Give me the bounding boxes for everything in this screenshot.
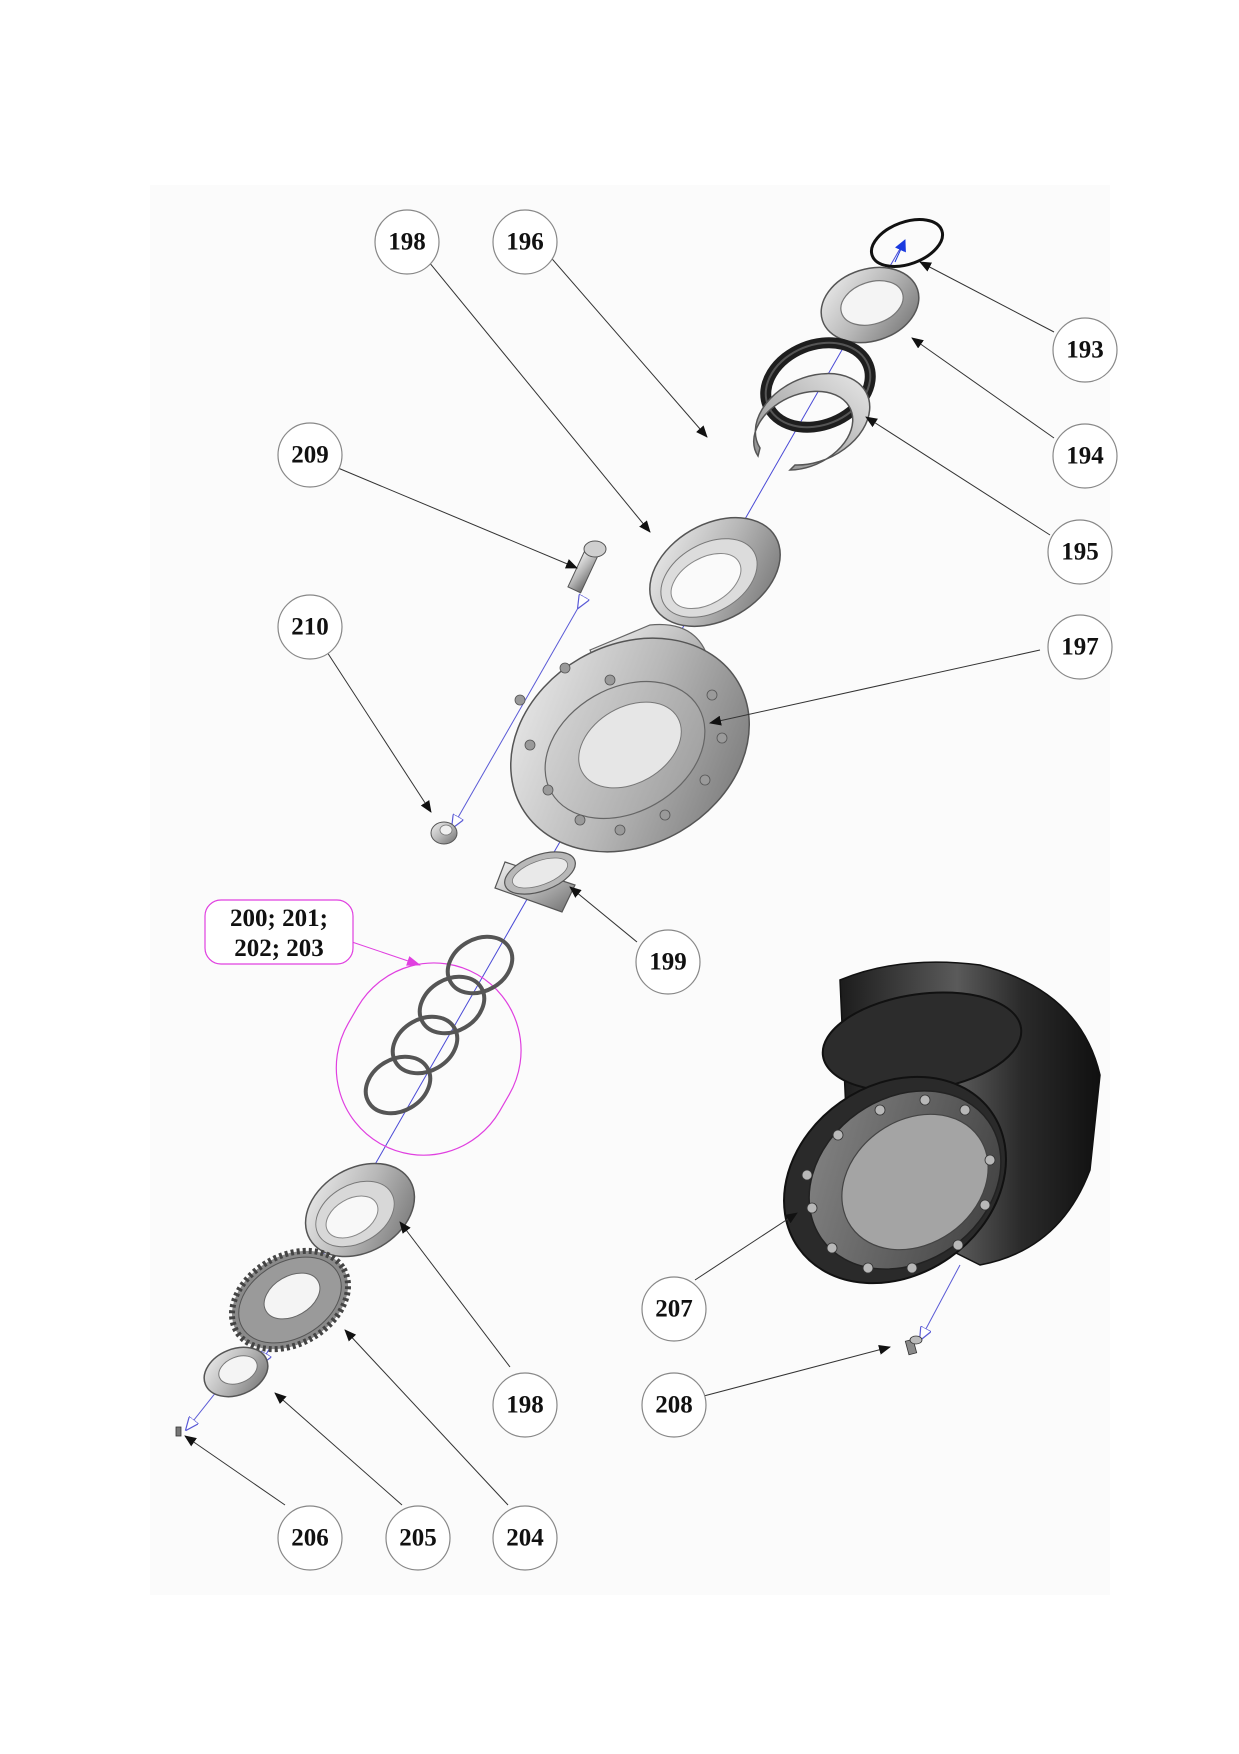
lock-screw-part xyxy=(175,1426,182,1437)
group-callout-line2: 202; 203 xyxy=(234,935,324,962)
callout-198b-label: 198 xyxy=(506,1392,544,1419)
drum-bolt-part xyxy=(904,1335,923,1356)
callouts: 193 194 195 196 197 198 198 199 xyxy=(277,209,1118,1571)
callout-195-label: 195 xyxy=(1061,539,1099,566)
seal-ring-part xyxy=(820,266,920,344)
leader-204 xyxy=(344,1329,509,1506)
leader-206 xyxy=(184,1435,286,1506)
bolt-209-axis xyxy=(452,608,578,828)
callout-208: 208 xyxy=(641,1372,707,1438)
group-callout-200-203: 200; 201; 202; 203 xyxy=(204,899,354,965)
leader-196 xyxy=(539,244,708,438)
retaining-ring-part xyxy=(753,372,871,471)
callout-208-label: 208 xyxy=(655,1392,693,1419)
leader-198a xyxy=(414,244,651,533)
callout-205: 205 xyxy=(385,1505,451,1571)
wheel-nut-part xyxy=(430,821,458,845)
lower-bearing-part xyxy=(304,1162,416,1258)
spacer-sleeve-part xyxy=(494,851,576,913)
leader-209 xyxy=(337,467,578,569)
leader-lines xyxy=(184,244,1055,1506)
callout-199: 199 xyxy=(635,929,701,995)
upper-bearing-part xyxy=(649,516,781,628)
leader-194 xyxy=(911,337,1055,439)
callout-196: 196 xyxy=(492,209,558,275)
callout-193: 193 xyxy=(1052,317,1118,383)
callout-209: 209 xyxy=(277,422,343,488)
bolt-208-axis xyxy=(920,1264,961,1340)
wheel-hub-part xyxy=(510,623,750,853)
brake-drum-part xyxy=(783,961,1101,1285)
o-ring-part xyxy=(869,218,945,268)
leader-group-200-203 xyxy=(351,941,421,966)
wheel-bolt-part xyxy=(567,540,607,594)
callout-198-upper: 198 xyxy=(374,209,440,275)
shim-rings-group xyxy=(335,934,522,1156)
callout-196-label: 196 xyxy=(506,229,544,256)
axle-nut-part xyxy=(203,1346,269,1398)
callout-210-label: 210 xyxy=(291,614,329,641)
callout-194-label: 194 xyxy=(1066,443,1104,470)
callout-195: 195 xyxy=(1047,519,1113,585)
callout-198-lower: 198 xyxy=(492,1372,558,1438)
tone-ring-part xyxy=(228,1247,352,1353)
drawing-area xyxy=(150,185,1110,1595)
leader-193 xyxy=(919,261,1055,333)
callout-210: 210 xyxy=(277,594,343,660)
callout-199-label: 199 xyxy=(649,949,687,976)
axis-arrow-top xyxy=(894,239,906,263)
leader-199 xyxy=(569,886,638,943)
callout-198a-label: 198 xyxy=(388,229,426,256)
leader-207 xyxy=(694,1212,798,1281)
callout-204-label: 204 xyxy=(506,1525,544,1552)
callout-206-label: 206 xyxy=(291,1525,329,1552)
leader-205 xyxy=(274,1392,403,1506)
callout-209-label: 209 xyxy=(291,442,329,469)
callout-205-label: 205 xyxy=(399,1525,437,1552)
leader-198b xyxy=(399,1221,511,1368)
callout-194: 194 xyxy=(1052,423,1118,489)
callout-204: 204 xyxy=(492,1505,558,1571)
leader-210 xyxy=(326,651,432,813)
callout-207-label: 207 xyxy=(655,1296,693,1323)
callout-193-label: 193 xyxy=(1066,337,1104,364)
leader-197 xyxy=(709,649,1041,726)
leader-195 xyxy=(865,416,1051,536)
group-callout-line1: 200; 201; xyxy=(230,905,328,932)
callout-197: 197 xyxy=(1047,614,1113,680)
callout-206: 206 xyxy=(277,1505,343,1571)
leader-208 xyxy=(699,1344,891,1398)
callout-207: 207 xyxy=(641,1276,707,1342)
callout-197-label: 197 xyxy=(1061,634,1099,661)
